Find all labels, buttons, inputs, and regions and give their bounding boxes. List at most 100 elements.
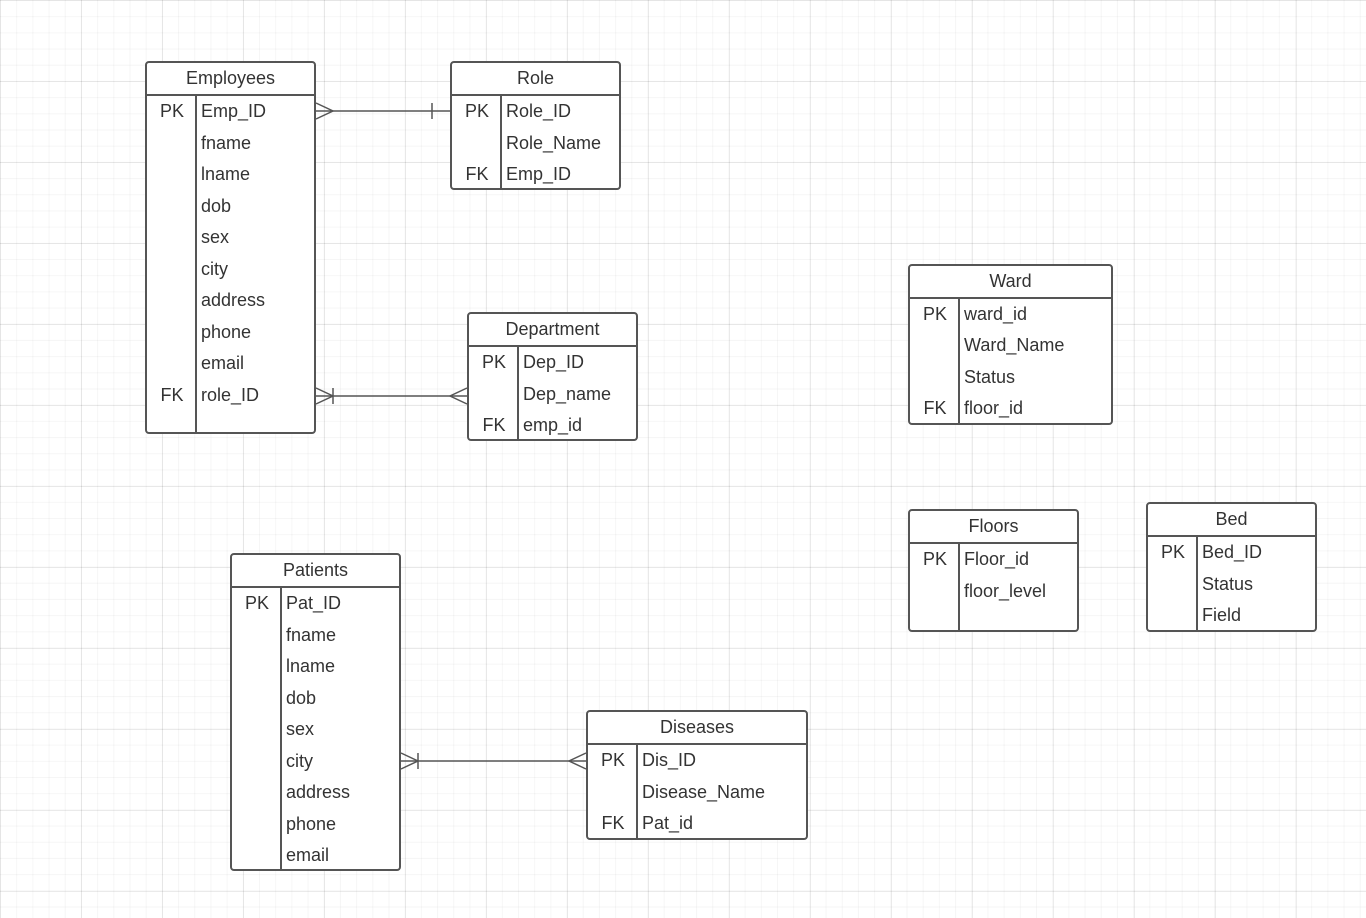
key-column-divider	[910, 299, 960, 423]
attribute-name: floor_id	[964, 398, 1024, 419]
attribute-row[interactable]: Field	[1148, 600, 1315, 630]
attribute-row[interactable]: city	[232, 746, 399, 778]
attribute-row[interactable]: dob	[147, 191, 314, 223]
attribute-name: lname	[286, 656, 336, 677]
key-label: PK	[600, 750, 625, 771]
attribute-name: address	[201, 290, 266, 311]
attribute-name: Ward_Name	[964, 335, 1065, 356]
rel-patients-diseases[interactable]	[400, 752, 587, 770]
attribute-row[interactable]: Disease_Name	[588, 777, 806, 809]
attribute-row[interactable]: FK role_ID	[147, 380, 314, 412]
attribute-name: Pat_ID	[286, 593, 342, 614]
attribute-name: Status	[964, 366, 1016, 387]
attribute-name: city	[286, 750, 313, 771]
attribute-row[interactable]: PK Pat_ID	[232, 588, 399, 620]
attribute-name: address	[286, 782, 351, 803]
key-column-divider	[588, 745, 638, 838]
key-column-divider	[1148, 537, 1198, 630]
entity-title: Diseases	[588, 712, 806, 745]
attribute-row[interactable]: fname	[147, 128, 314, 160]
attribute-row[interactable]: email	[232, 840, 399, 869]
entity-title: Employees	[147, 63, 314, 96]
attribute-row[interactable]: dob	[232, 683, 399, 715]
attribute-name: sex	[201, 227, 230, 248]
key-column-divider	[452, 96, 502, 188]
crow-foot-many	[448, 387, 468, 405]
attribute-row[interactable]: Role_Name	[452, 128, 619, 160]
attribute-name: Role_Name	[506, 132, 602, 153]
attribute-name: role_ID	[201, 384, 260, 405]
attribute-name: Status	[1202, 573, 1254, 594]
key-column-divider	[147, 96, 197, 432]
attribute-name: floor_level	[964, 581, 1047, 602]
attribute-row[interactable]: Ward_Name	[910, 330, 1111, 361]
attribute-row[interactable]: lname	[147, 159, 314, 191]
attribute-name: emp_id	[523, 415, 583, 436]
attribute-row[interactable]: PK Bed_ID	[1148, 537, 1315, 569]
entity-title: Bed	[1148, 504, 1315, 537]
attribute-name: phone	[286, 813, 337, 834]
attribute-row[interactable]: address	[147, 285, 314, 317]
crow-foot-many	[567, 752, 587, 770]
attribute-row[interactable]: email	[147, 348, 314, 380]
entity-title: Patients	[232, 555, 399, 588]
attribute-row[interactable]: phone	[232, 809, 399, 841]
attribute-row[interactable]: phone	[147, 317, 314, 349]
attribute-name: fname	[286, 624, 337, 645]
attribute-name: fname	[201, 132, 252, 153]
entity-title: Department	[469, 314, 636, 347]
key-label: PK	[244, 593, 269, 614]
rel-employees-department[interactable]	[315, 387, 468, 405]
entity-title: Role	[452, 63, 619, 96]
key-label: PK	[922, 549, 947, 570]
attribute-row[interactable]: Dep_name	[469, 379, 636, 411]
attribute-row[interactable]: address	[232, 777, 399, 809]
attribute-row[interactable]: Status	[1148, 569, 1315, 601]
key-label: FK	[601, 813, 625, 834]
entity-title: Floors	[910, 511, 1077, 544]
key-label: PK	[1160, 542, 1185, 563]
attribute-name: Emp_ID	[201, 101, 267, 122]
attribute-row[interactable]: Status	[910, 362, 1111, 393]
attribute-row[interactable]: sex	[147, 222, 314, 254]
key-label: FK	[160, 384, 184, 405]
attribute-row[interactable]: lname	[232, 651, 399, 683]
key-column-divider	[469, 347, 519, 439]
attribute-row[interactable]: floor_level	[910, 576, 1077, 608]
key-label: PK	[922, 304, 947, 325]
attribute-name: Disease_Name	[642, 781, 766, 802]
rel-employees-role[interactable]	[315, 102, 450, 120]
attribute-row[interactable]: fname	[232, 620, 399, 652]
attribute-name: Dep_ID	[523, 352, 585, 373]
attribute-row[interactable]: city	[147, 254, 314, 286]
crow-foot-many	[315, 102, 335, 120]
attribute-name: email	[286, 845, 330, 866]
attribute-row[interactable]: sex	[232, 714, 399, 746]
attribute-name: Bed_ID	[1202, 542, 1263, 563]
